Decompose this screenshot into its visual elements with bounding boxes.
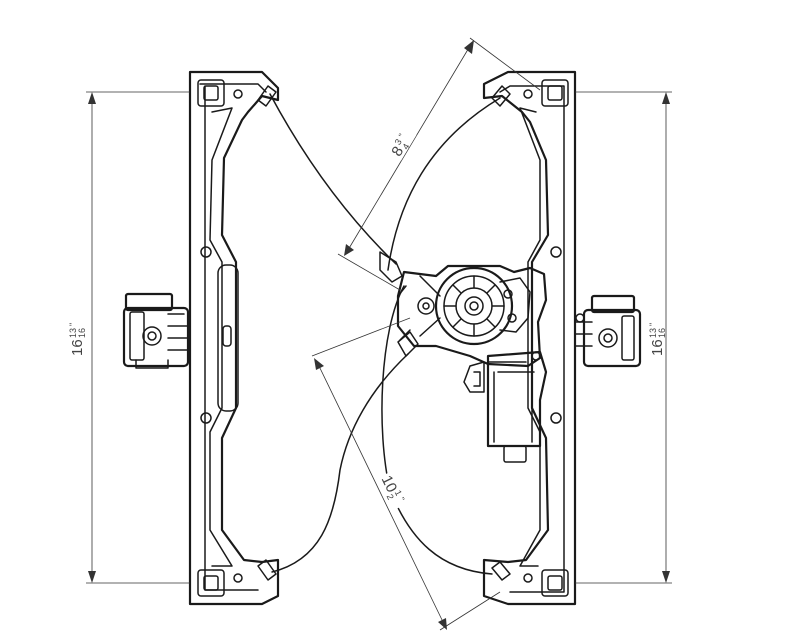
- left-height-num: 13: [68, 328, 78, 338]
- upper-diagonal-dimension: 8 3 4 ": [337, 37, 541, 291]
- regulator-cables: [269, 93, 501, 575]
- left-height-whole: 16: [69, 339, 86, 356]
- right-height-dimension: 16 13 16 ": [575, 91, 672, 584]
- left-height-unit: ": [68, 323, 78, 326]
- left-rail: [188, 70, 280, 606]
- lower-diagonal-dimension: 10 1 2 ": [311, 317, 501, 631]
- right-rail: [482, 70, 585, 606]
- lower-diag-num: 1: [393, 489, 404, 498]
- right-height-num: 13: [648, 328, 658, 338]
- upper-diag-num: 3: [393, 137, 404, 146]
- lower-diag-whole: 10: [378, 473, 401, 495]
- right-height-den: 16: [657, 328, 667, 338]
- right-mount-bracket: [575, 294, 642, 368]
- upper-diag-den: 4: [400, 142, 411, 151]
- left-mount-bracket: [122, 292, 191, 369]
- left-height-dimension: 16 13 16 ": [67, 91, 190, 584]
- motor-housing: [463, 350, 548, 463]
- right-height-whole: 16: [649, 339, 666, 356]
- lower-diag-unit: ": [396, 496, 406, 503]
- right-height-unit: ": [648, 323, 658, 326]
- motor-gear-assembly: [396, 264, 548, 368]
- left-height-den: 16: [77, 328, 87, 338]
- lower-diag-den: 2: [385, 492, 396, 501]
- upper-diag-unit: ": [397, 132, 407, 140]
